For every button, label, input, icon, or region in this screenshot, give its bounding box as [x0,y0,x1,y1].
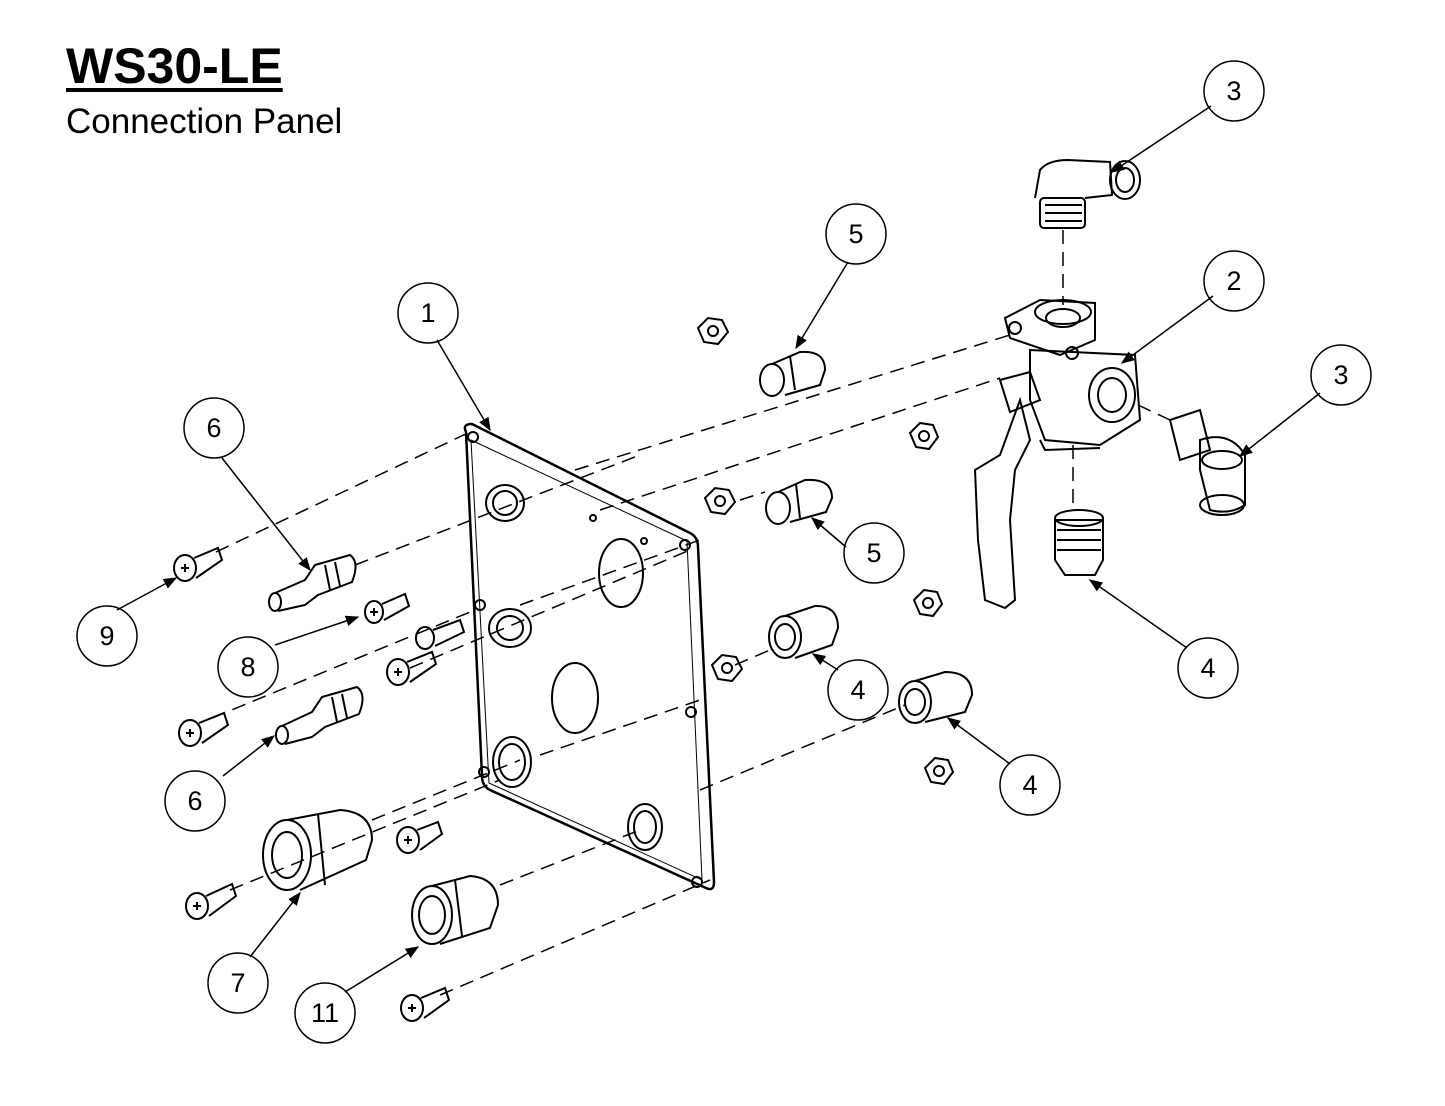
callout-5-top: 5 [848,219,863,249]
elbow-fitting-right [1168,408,1246,516]
diagram-title: WS30-LE [66,38,283,94]
screw-plate-low [396,820,444,854]
diagram-subtitle: Connection Panel [66,102,343,141]
screw-8 [364,592,411,624]
fitting-5-top [759,350,827,397]
callout-6-low: 6 [187,786,202,816]
callout-8: 8 [240,652,255,682]
callout-6-top: 6 [206,413,221,443]
bulkhead-fitting [411,874,500,945]
screw-coupler [185,882,238,920]
callout-2: 2 [1226,266,1241,296]
elbow-fitting-top [1034,158,1141,229]
straight-fitting-low [898,670,974,724]
screw-mid-2 [386,650,438,686]
hex-nuts [696,316,955,786]
callout-7: 7 [230,968,245,998]
screws [173,546,466,1022]
quick-connect-plug-top [268,553,357,612]
screw-bottom [400,986,451,1022]
straight-fitting-mid [768,604,840,659]
callout-3-right: 3 [1333,360,1348,390]
mounting-plate [463,422,716,891]
callout-labels: 3 2 3 5 1 6 5 4 9 8 4 4 6 7 11 [99,76,1348,1028]
quick-connect-plug-low [275,685,364,745]
callout-9: 9 [99,621,114,651]
screw-9 [173,546,224,582]
screw-low-left [178,711,230,747]
callout-11: 11 [311,998,339,1028]
ball-valve [973,298,1142,610]
leader-lines [116,105,1321,993]
coupler [262,808,374,891]
screw-mid-1 [415,618,466,650]
callout-3-top: 3 [1226,76,1241,106]
callout-4-mid: 4 [850,675,865,705]
callout-1: 1 [420,298,435,328]
callout-4-low: 4 [1022,770,1037,800]
callout-4-right: 4 [1200,653,1215,683]
fitting-5-mid [765,478,834,525]
callout-balloons [76,60,1372,1044]
callout-5-mid: 5 [866,538,881,568]
straight-fitting-valve [1054,509,1104,576]
